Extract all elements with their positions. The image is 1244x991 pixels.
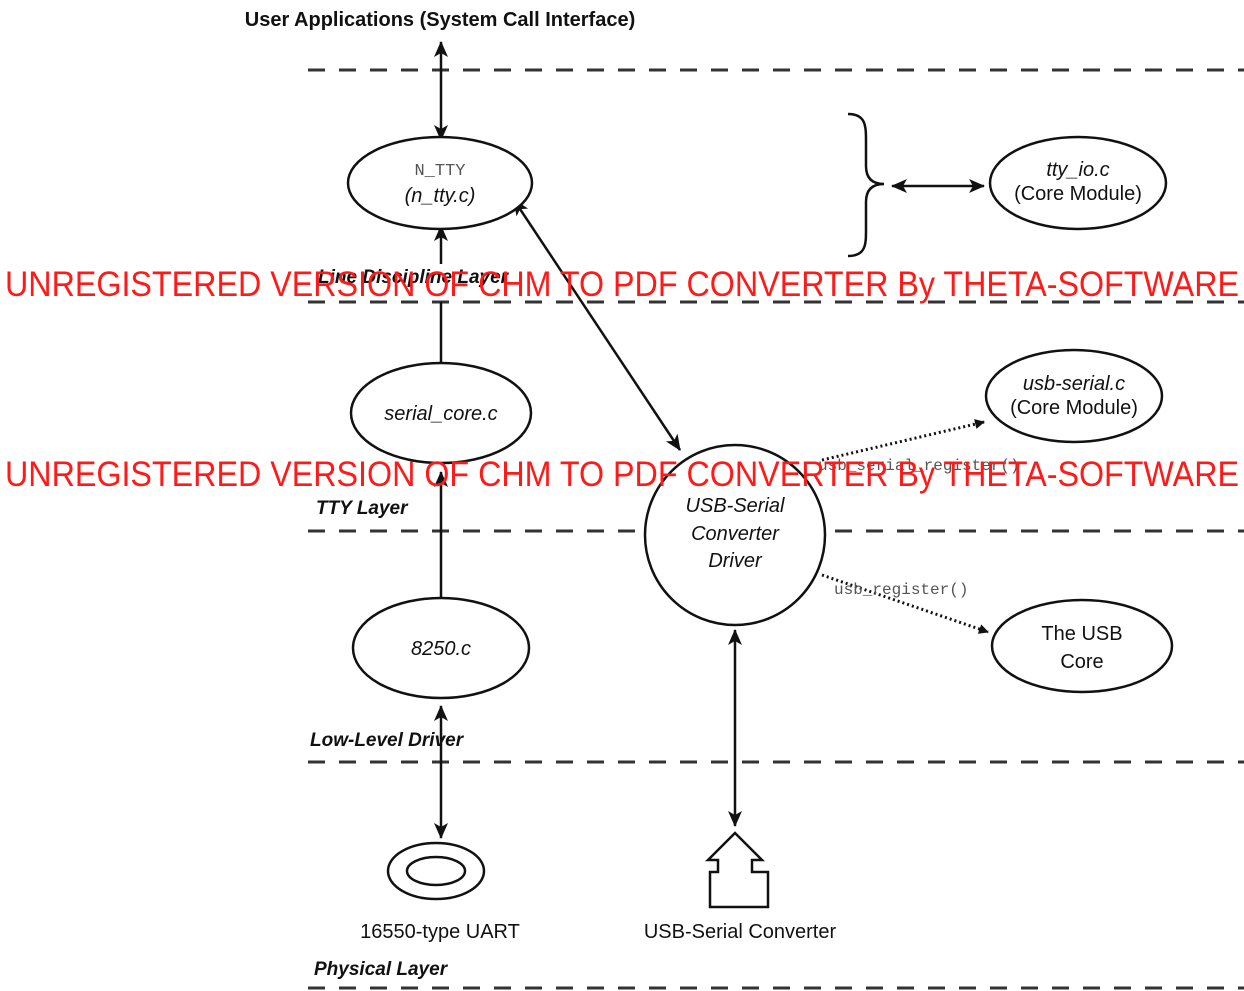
usb-serial-core-caption: (Core Module) [1010, 397, 1138, 419]
edge-label-usb-register: usb_register() [834, 581, 968, 599]
usb-serial-driver-line-3: Driver [708, 550, 763, 572]
node-n-tty: N_TTY (n_tty.c) [346, 135, 534, 231]
usb-connector-icon [704, 831, 770, 909]
watermark-line-1: UNREGISTERED VERSION OF CHM TO PDF CONVE… [5, 265, 1239, 304]
top-label-user-applications: User Applications (System Call Interface… [245, 9, 636, 31]
device-label-usb-converter: USB-Serial Converter [644, 921, 837, 943]
usb-core-line-1: The USB [1041, 623, 1122, 645]
layer-label-tty: TTY Layer [316, 498, 409, 519]
edge-usb-register [821, 573, 989, 634]
n-tty-title: N_TTY [414, 162, 465, 181]
usb-serial-core-file: usb-serial.c [1023, 373, 1125, 395]
node-usb-serial-driver: USB-Serial Converter Driver [643, 443, 827, 627]
device-label-uart: 16550-type UART [360, 921, 520, 943]
node-usb-core: The USB Core [990, 598, 1174, 694]
layer-label-line-discipline: Line Discipline Layer [318, 267, 510, 288]
layer-label-low-level-driver: Low-Level Driver [310, 730, 465, 751]
node-8250: 8250.c [351, 596, 531, 700]
tty-io-caption: (Core Module) [1014, 183, 1142, 205]
uart-8250-file: 8250.c [411, 638, 471, 660]
node-serial-core: serial_core.c [349, 361, 533, 465]
curly-brace [847, 112, 885, 258]
serial-core-file: serial_core.c [384, 403, 497, 425]
usb-serial-driver-line-2: Converter [691, 523, 780, 545]
node-usb-serial-core: usb-serial.c (Core Module) [984, 348, 1164, 444]
uart-chip-icon [386, 841, 486, 901]
usb-serial-driver-line-1: USB-Serial [686, 495, 785, 517]
watermark-line-2: UNREGISTERED VERSION OF CHM TO PDF CONVE… [5, 455, 1239, 494]
tty-io-file: tty_io.c [1046, 159, 1109, 181]
edge-label-usb-serial-register: usb_serial_register() [818, 457, 1020, 475]
edge-n-tty-to-usb-serial-driver [512, 199, 682, 451]
n-tty-file: (n_tty.c) [405, 185, 476, 207]
usb-core-line-2: Core [1060, 651, 1103, 673]
node-tty-io: tty_io.c (Core Module) [988, 135, 1168, 231]
layer-label-physical: Physical Layer [314, 959, 449, 980]
